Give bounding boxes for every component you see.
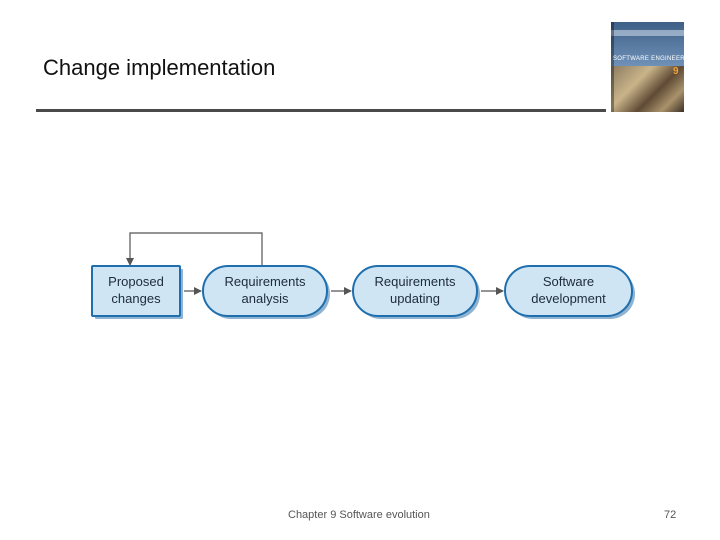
node-shape xyxy=(91,265,181,317)
node-label: changes xyxy=(111,291,161,306)
node-label: analysis xyxy=(242,291,289,306)
node-shape xyxy=(504,265,633,317)
node-shape xyxy=(352,265,478,317)
slide-title: Change implementation xyxy=(43,55,276,80)
node-label: Proposed xyxy=(108,274,164,289)
node-label: Software xyxy=(543,274,594,289)
diagram-node-req-analysis: Requirements analysis xyxy=(202,265,330,319)
node-label: development xyxy=(531,291,606,306)
book-cover-image: SOFTWARE ENGINEERING 9 xyxy=(611,22,684,112)
node-shape xyxy=(202,265,328,317)
title-divider xyxy=(36,109,606,112)
page-number: 72 xyxy=(664,509,677,521)
book-cover-edition: 9 xyxy=(673,66,679,77)
node-label: Requirements xyxy=(375,274,456,289)
slide-footer: Chapter 9 Software evolution xyxy=(288,509,430,521)
node-label: updating xyxy=(390,291,440,306)
node-label: Requirements xyxy=(225,274,306,289)
diagram-node-req-updating: Requirements updating xyxy=(352,265,480,319)
feedback-arrow xyxy=(126,232,263,266)
book-cover-title: SOFTWARE ENGINEERING xyxy=(613,56,684,62)
diagram-node-proposed: Proposed changes xyxy=(91,265,183,319)
diagram-node-sw-dev: Software development xyxy=(504,265,635,319)
